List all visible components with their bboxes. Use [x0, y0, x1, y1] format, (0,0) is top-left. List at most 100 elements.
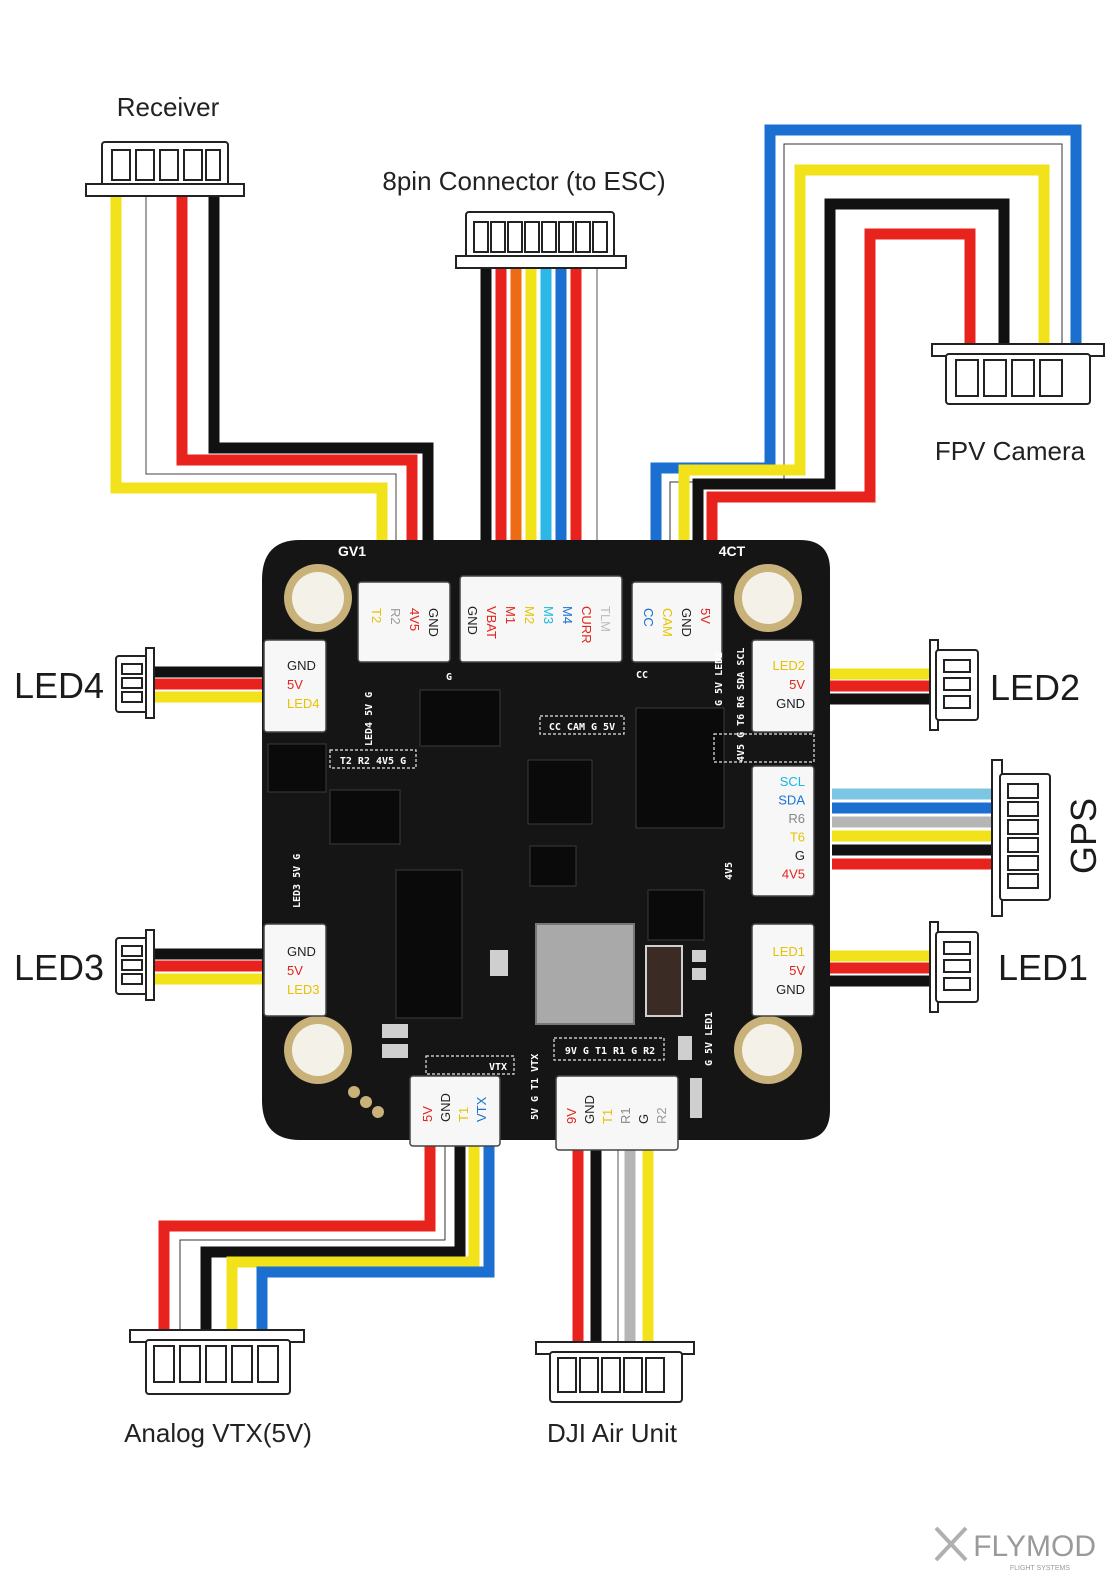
- silkscreen-outlines: [329, 715, 815, 1075]
- led3-port: [263, 923, 327, 1017]
- chips: [267, 689, 725, 1019]
- gps-pin-r6: R6: [788, 811, 805, 826]
- led4-pin-5v: 5V: [287, 677, 303, 692]
- board-gv1-text: GV1: [338, 543, 366, 559]
- led1-wires: [830, 950, 940, 987]
- dji-wires: [572, 1150, 654, 1348]
- led3-pin-5v: 5V: [287, 963, 303, 978]
- vtx-pin-gnd: GND: [438, 1093, 453, 1122]
- led3-pin-gnd: GND: [287, 944, 316, 959]
- led3-connector: [115, 929, 155, 1001]
- led2-pin-5v: 5V: [789, 677, 805, 692]
- led4-pin-led4: LED4: [287, 696, 320, 711]
- esc-port: [459, 575, 623, 663]
- esc-connector: [455, 211, 627, 269]
- led4-connector: [115, 647, 155, 719]
- esc-pin-m4: M4: [560, 606, 575, 624]
- cam-pin-5v: 5V: [698, 608, 713, 624]
- led1-pin-gnd: GND: [776, 982, 805, 997]
- gps-port: [751, 765, 815, 897]
- receiver-wires: [110, 190, 434, 585]
- silk-cc: CC: [636, 670, 648, 681]
- esc-pin-m3: M3: [541, 606, 556, 624]
- led4-pin-gnd: GND: [287, 658, 316, 673]
- watermark-x-icon: [934, 1526, 968, 1562]
- gps-pin-sda: SDA: [778, 793, 805, 808]
- wires: [110, 124, 1082, 1348]
- cam-pin-cam: CAM: [660, 608, 675, 637]
- dji-connector: [535, 1341, 695, 1403]
- silk-led3: LED3 5V G: [292, 854, 303, 908]
- dji-pin-t1: T1: [600, 1109, 615, 1124]
- silk-t2r2: T2 R2 4V5 G: [340, 756, 406, 767]
- esc-pin-gnd: GND: [465, 606, 480, 635]
- esc-pin-curr: CURR: [579, 606, 594, 644]
- silk-gps-side: 4V5 G T6 R6 SDA SCL: [736, 648, 747, 762]
- dji-pin-r1: R1: [618, 1107, 633, 1124]
- inductor: [535, 923, 635, 1025]
- analog-vtx-label: Analog VTX(5V): [124, 1418, 312, 1448]
- led2-pin-gnd: GND: [776, 696, 805, 711]
- led1-port: [751, 923, 815, 1017]
- receiver-connector: [85, 141, 245, 197]
- vtx-pin-5v: 5V: [420, 1106, 435, 1122]
- rx-pin-t2: T2: [369, 608, 384, 623]
- led4-port: [263, 639, 327, 733]
- led1-pin-led1: LED1: [772, 944, 805, 959]
- rx-pin-4v5: 4V5: [407, 608, 422, 631]
- camera-wires: [650, 124, 1082, 585]
- silk-g: G: [446, 672, 452, 683]
- camera-connector: [931, 343, 1105, 405]
- vtx-wires: [158, 1145, 495, 1336]
- small-components: [382, 950, 706, 1118]
- gps-pin-scl: SCL: [780, 774, 805, 789]
- esc-connector-label: 8pin Connector (to ESC): [382, 166, 665, 196]
- dji-pin-gnd: GND: [582, 1095, 597, 1124]
- watermark-brand: FLYMOD: [973, 1530, 1096, 1563]
- gps-connector: [991, 759, 1051, 917]
- silk-vtx-side: 5V G T1 VTX: [530, 1054, 541, 1120]
- led1-pin-5v: 5V: [789, 963, 805, 978]
- dji-pin-r2: R2: [654, 1107, 669, 1124]
- gps-pin-t6: T6: [790, 830, 805, 845]
- watermark-sub: FLIGHT SYSTEMS: [1010, 1565, 1070, 1572]
- led3-pin-led3: LED3: [287, 982, 320, 997]
- led1-connector: [929, 921, 979, 1013]
- dji-pin-9v: 9V: [564, 1108, 579, 1124]
- cam-port: [631, 581, 723, 663]
- flight-controller-board: [262, 540, 830, 1140]
- cam-pin-cc: CC: [641, 608, 656, 627]
- silk-cc-cam: CC CAM G 5V: [549, 722, 615, 733]
- gps-pin-4v5: 4V5: [782, 867, 805, 882]
- dji-air-unit-label: DJI Air Unit: [547, 1418, 678, 1448]
- silk-dji: 9V G T1 R1 G R2: [565, 1046, 655, 1057]
- silk-led4: LED4 5V G: [364, 692, 375, 746]
- rx-port: [357, 581, 451, 663]
- led3-label: LED3: [14, 947, 104, 988]
- led1-label: LED1: [998, 947, 1088, 988]
- led2-pin-led2: LED2: [772, 658, 805, 673]
- led2-label: LED2: [990, 667, 1080, 708]
- gps-wires: [832, 788, 996, 870]
- esc-pin-m2: M2: [522, 606, 537, 624]
- silk-led1: G 5V LED1: [704, 1012, 715, 1066]
- led2-wires: [830, 668, 940, 705]
- led3-wires: [150, 948, 266, 985]
- vtx-connector: [129, 1329, 305, 1395]
- vtx-pin-t1: T1: [456, 1107, 471, 1122]
- esc-pin-tlm: TLM: [598, 606, 613, 632]
- led4-label: LED4: [14, 665, 104, 706]
- gps-label: GPS: [1063, 798, 1104, 874]
- esc-pin-m1: M1: [503, 606, 518, 624]
- vtx-pin-vtx: VTX: [474, 1096, 489, 1122]
- esc-pin-vbat: VBAT: [484, 606, 499, 639]
- led4-wires: [150, 666, 266, 703]
- led2-port: [751, 639, 815, 733]
- vtx-port: [409, 1075, 501, 1147]
- board-connectors: [263, 575, 815, 1151]
- dji-port: [555, 1075, 679, 1151]
- capacitor: [645, 945, 683, 1017]
- dji-pin-g: G: [636, 1114, 651, 1124]
- cam-pin-gnd: GND: [679, 608, 694, 637]
